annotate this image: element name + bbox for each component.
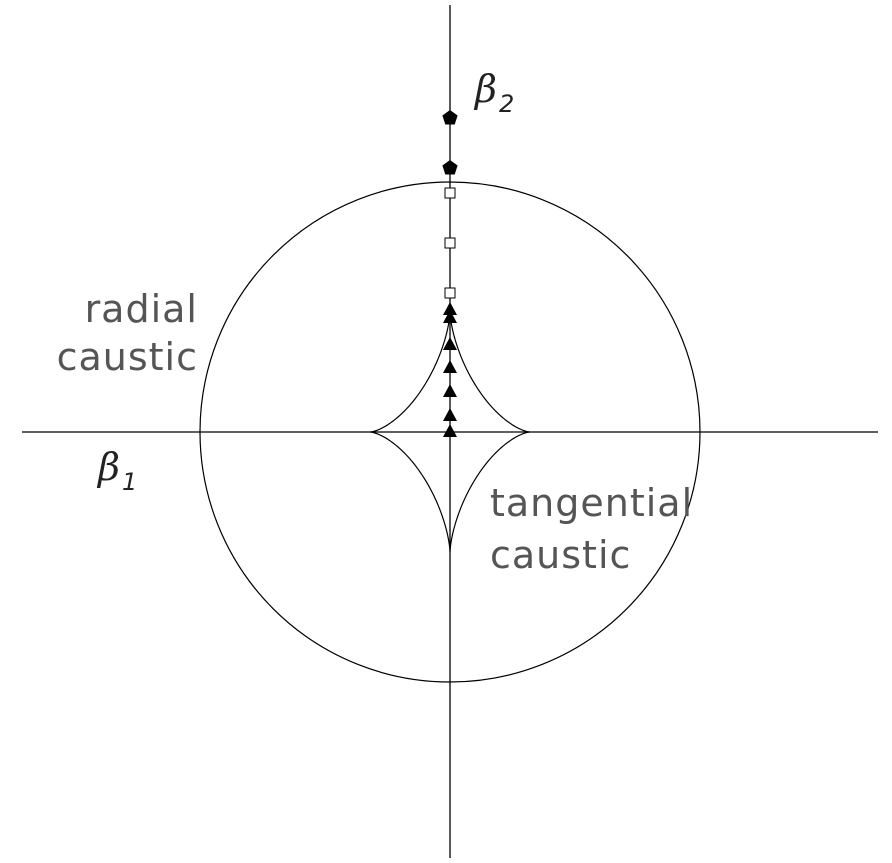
triangle-marker	[443, 408, 457, 421]
tangential-caustic-label-line1: tangential	[490, 481, 693, 525]
radial-caustic-label-line1: radial	[85, 287, 198, 331]
triangle-marker	[443, 424, 457, 437]
beta2-label: β2	[473, 67, 514, 118]
image-points	[442, 110, 458, 437]
triangle-marker	[443, 310, 457, 323]
square-marker	[444, 237, 456, 249]
tangential-caustic-label-line2: caustic	[490, 533, 631, 577]
pentagon-marker	[442, 110, 458, 125]
beta1-label: β1	[96, 445, 137, 496]
tangential-caustic-astroid	[369, 312, 531, 552]
square-marker	[444, 187, 456, 199]
square-marker	[444, 287, 456, 299]
radial-caustic-label-line2: caustic	[57, 335, 198, 379]
triangle-marker	[443, 302, 457, 315]
radial-caustic-circle	[199, 181, 701, 683]
triangle-marker	[443, 384, 457, 397]
pentagon-marker	[442, 160, 458, 175]
triangle-marker	[443, 360, 457, 373]
triangle-marker	[443, 337, 457, 350]
